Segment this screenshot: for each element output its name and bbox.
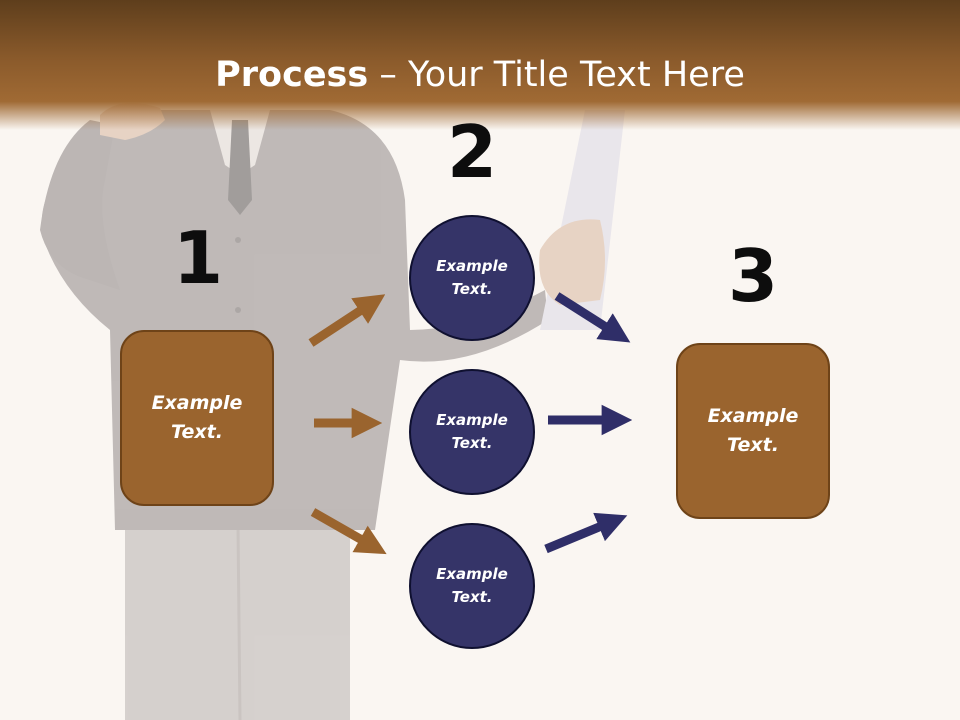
left-example-box: Example Text. — [120, 330, 274, 506]
title-bold: Process — [215, 55, 369, 95]
arrow-bottom-to-right — [544, 512, 628, 554]
step-number-3: 3 — [727, 234, 779, 318]
arrow-top-to-right — [554, 292, 631, 343]
title-rest: – Your Title Text Here — [368, 55, 745, 95]
circle-middle: Example Text. — [409, 369, 535, 495]
step-number-2: 2 — [446, 110, 498, 194]
circle-top: Example Text. — [409, 215, 535, 341]
right-example-box: Example Text. — [676, 343, 830, 519]
step-number-1: 1 — [172, 216, 224, 300]
arrow-left-to-top — [308, 294, 386, 347]
title-bar — [0, 0, 960, 130]
arrow-left-to-bottom — [310, 508, 387, 555]
circle-bottom: Example Text. — [409, 523, 535, 649]
slide-title: Process – Your Title Text Here — [0, 52, 960, 98]
